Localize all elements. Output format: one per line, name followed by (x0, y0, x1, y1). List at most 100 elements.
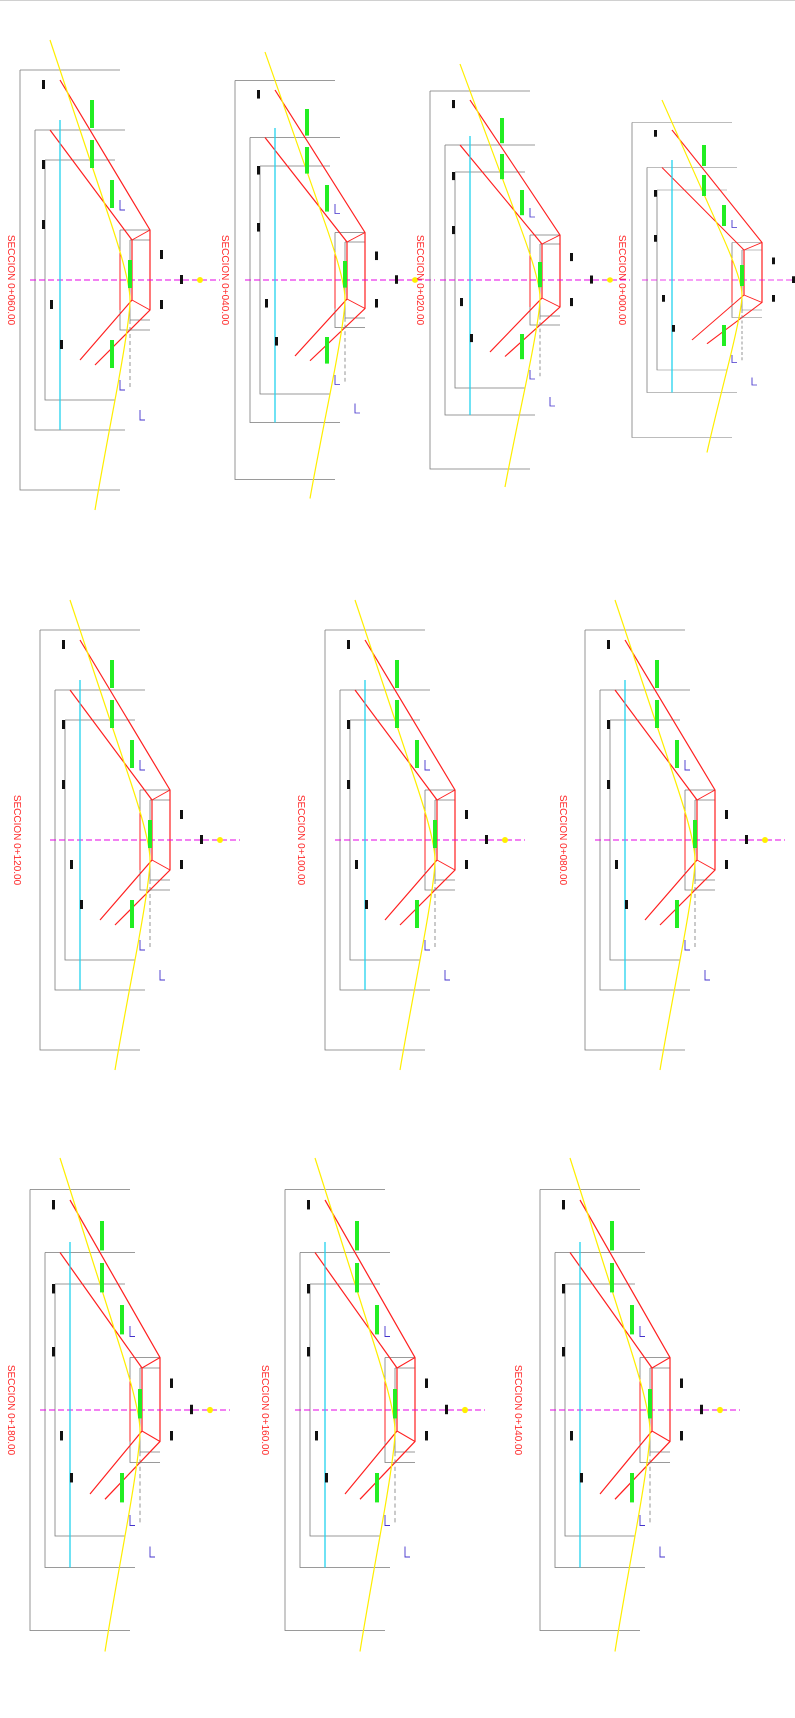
green-annotation (702, 175, 706, 196)
grid-box (584, 629, 685, 1051)
elevation-marker (384, 1326, 390, 1337)
dimension-text (62, 780, 65, 789)
elevation-marker (684, 940, 690, 951)
green-annotation (148, 820, 152, 848)
dimension-text (257, 223, 260, 232)
grid-box (44, 159, 115, 401)
elevation-marker (139, 940, 145, 951)
green-annotation (100, 1221, 104, 1251)
dimension-text (42, 160, 45, 169)
dimension-text (570, 298, 573, 307)
elevation-marker (129, 1326, 135, 1337)
green-annotation (355, 1263, 359, 1293)
dimension-text (425, 1431, 428, 1441)
green-annotation (693, 820, 697, 848)
dimension-text (625, 900, 628, 909)
elevation-marker (139, 760, 145, 771)
green-annotation (610, 1221, 614, 1251)
elevation-marker (384, 1514, 390, 1526)
cross-section-4 (39, 599, 240, 1071)
terrain-profile (49, 39, 131, 511)
green-annotation (500, 117, 504, 144)
grid-box (349, 719, 420, 961)
grid-box (54, 1283, 125, 1537)
green-annotation (630, 1473, 634, 1503)
green-annotation (305, 108, 309, 136)
elevation-marker (424, 940, 430, 951)
section-title: SECCION 0+080.00 (557, 795, 568, 886)
elevation-marker (639, 1326, 645, 1337)
section-title: SECCION 0+100.00 (295, 795, 306, 886)
elevation-marker (704, 970, 710, 981)
dimension-text (465, 860, 468, 869)
green-annotation (100, 1263, 104, 1293)
top-border (0, 0, 795, 1)
terrain-profile (459, 63, 541, 488)
dimension-text (42, 80, 45, 89)
axis-point (217, 837, 223, 843)
section-title: SECCION 0+160.00 (259, 1365, 270, 1456)
dimension-text (375, 251, 378, 261)
dimension-text (395, 275, 398, 284)
elevation-marker (444, 970, 450, 981)
axis-point (207, 1406, 213, 1414)
dimension-text (62, 640, 65, 649)
dimension-text (257, 89, 260, 99)
dimension-text (485, 835, 488, 844)
dimension-text (325, 1473, 328, 1483)
green-annotation (648, 1389, 652, 1419)
elevation-marker (529, 207, 535, 218)
dimension-text (452, 99, 455, 109)
section-title: SECCION 0+140.00 (512, 1365, 523, 1456)
section-title: SECCION 0+180.00 (5, 1365, 16, 1456)
elevation-marker (731, 355, 737, 363)
cross-section-1 (234, 51, 435, 499)
dimension-text (654, 190, 657, 197)
elevation-marker (129, 1514, 135, 1526)
terrain-profile (264, 51, 346, 499)
grid-box (284, 1189, 385, 1631)
channel-outer-line (671, 129, 763, 345)
axis-point (502, 837, 508, 843)
dimension-text (562, 1200, 565, 1210)
dimension-text (465, 810, 468, 819)
channel-outer-line (579, 1199, 671, 1500)
dimension-text (307, 1284, 310, 1294)
dimension-text (307, 1200, 310, 1210)
dimension-text (160, 250, 163, 259)
dimension-text (355, 860, 358, 869)
dimension-text (470, 334, 473, 343)
dimension-text (445, 1404, 448, 1415)
green-annotation (138, 1389, 142, 1419)
dimension-text (570, 253, 573, 262)
axis-point (462, 1406, 468, 1414)
green-annotation (325, 185, 329, 212)
section-title: SECCION 0+120.00 (11, 795, 22, 886)
green-annotation (305, 147, 309, 174)
dimension-text (672, 325, 675, 332)
elevation-marker (684, 760, 690, 771)
terrain-profile (614, 599, 696, 1071)
green-annotation (610, 1263, 614, 1293)
axis-point (412, 277, 418, 283)
grid-box (64, 719, 135, 961)
dimension-text (347, 640, 350, 649)
dimension-text (607, 640, 610, 649)
cross-section-2 (429, 63, 630, 488)
cross-section-0 (19, 39, 220, 511)
terrain-profile (661, 99, 743, 453)
green-annotation (393, 1389, 397, 1419)
grid-box (539, 1189, 640, 1631)
cross-section-8 (284, 1157, 485, 1652)
dimension-text (52, 1200, 55, 1210)
green-annotation (395, 700, 399, 728)
grid-box (259, 165, 330, 395)
green-annotation (110, 340, 114, 368)
dimension-text (654, 130, 657, 137)
dimension-text (50, 300, 53, 309)
channel-outer-line (364, 639, 456, 926)
green-annotation (433, 820, 437, 848)
channel-outer-line (79, 639, 171, 926)
dimension-text (615, 860, 618, 869)
elevation-marker (139, 410, 145, 421)
